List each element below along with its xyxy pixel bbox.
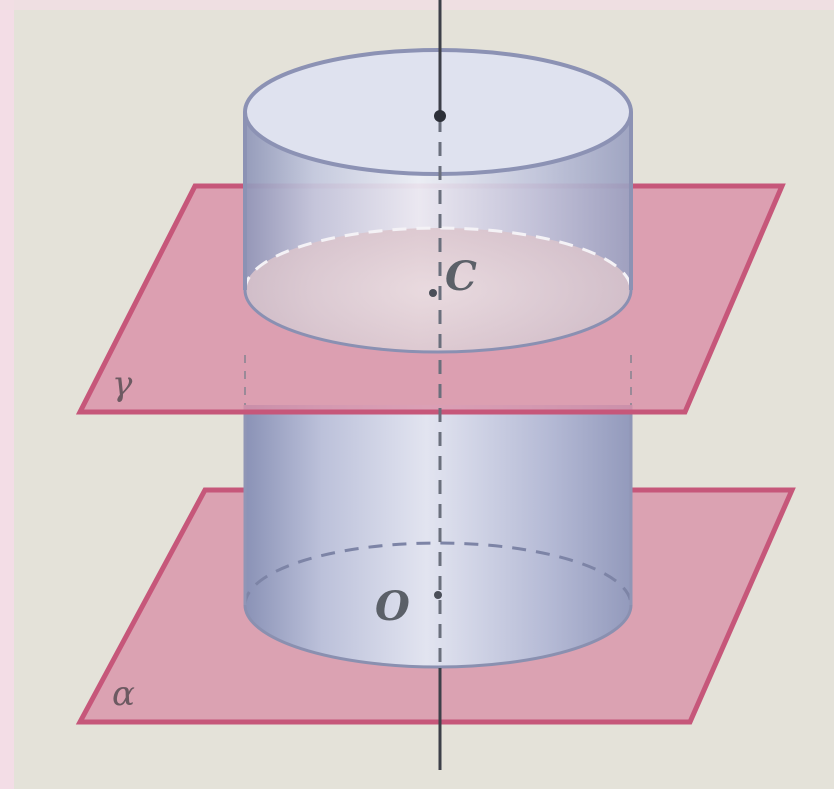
section-ellipse-hidden xyxy=(243,226,633,291)
top-border-strip xyxy=(0,0,834,10)
point-c-dot xyxy=(429,289,437,297)
left-border-strip xyxy=(0,0,14,789)
point-c-label: C xyxy=(445,253,477,300)
top-center-point xyxy=(434,110,446,122)
base-ellipse-front xyxy=(243,604,633,669)
cross-section xyxy=(245,228,631,352)
cylinder-lower-body xyxy=(245,405,631,667)
section-ellipse-front xyxy=(243,289,633,354)
plane-gamma-label: γ xyxy=(112,364,133,404)
plane-alpha-label: α xyxy=(112,674,135,714)
base-ellipse-hidden xyxy=(243,541,633,606)
point-o-label: O xyxy=(375,583,410,630)
point-o-dot xyxy=(434,591,442,599)
